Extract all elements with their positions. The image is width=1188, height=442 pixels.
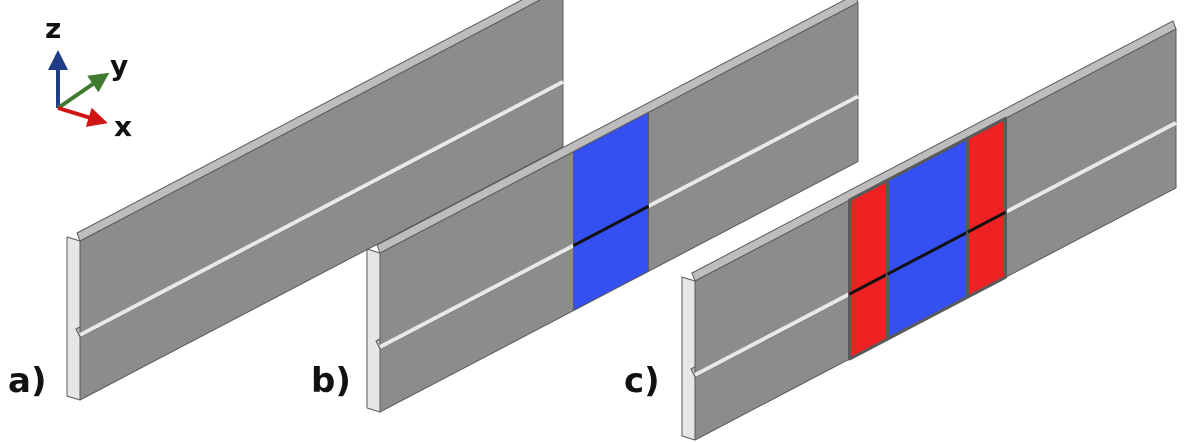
x-axis-label: x: [114, 110, 132, 143]
region-blue-band: [573, 111, 649, 312]
beam-end-face: [366, 248, 381, 413]
z-axis-label: z: [45, 12, 61, 45]
x-axis-arrow: [57, 106, 108, 127]
region-red-band: [848, 178, 889, 361]
beam-flange-top-face: [376, 0, 859, 254]
y-axis-label: y: [110, 49, 128, 82]
beam-a: [66, 0, 564, 401]
region-red-band: [966, 116, 1007, 299]
region-blue-groove: [572, 204, 650, 247]
panel-label-a: a): [8, 361, 46, 401]
panel-label-c: c): [624, 361, 660, 401]
specimen-beams: [66, 0, 1177, 441]
y-axis-arrow: [56, 72, 110, 110]
beam-flange-top-face: [76, 0, 542, 242]
region-red-groove: [848, 272, 889, 296]
beam-end-face: [681, 276, 696, 441]
beam-end-face: [66, 236, 81, 401]
beam-flange-top-face: [691, 20, 1177, 282]
panel-label-b: b): [311, 361, 351, 401]
region-red-groove: [966, 210, 1007, 234]
axis-triad: z y x: [45, 12, 132, 143]
beam-groove-line: [79, 80, 564, 337]
beam-b: [366, 0, 859, 413]
region-blue-groove: [886, 230, 969, 276]
beam-c: [681, 20, 1177, 441]
